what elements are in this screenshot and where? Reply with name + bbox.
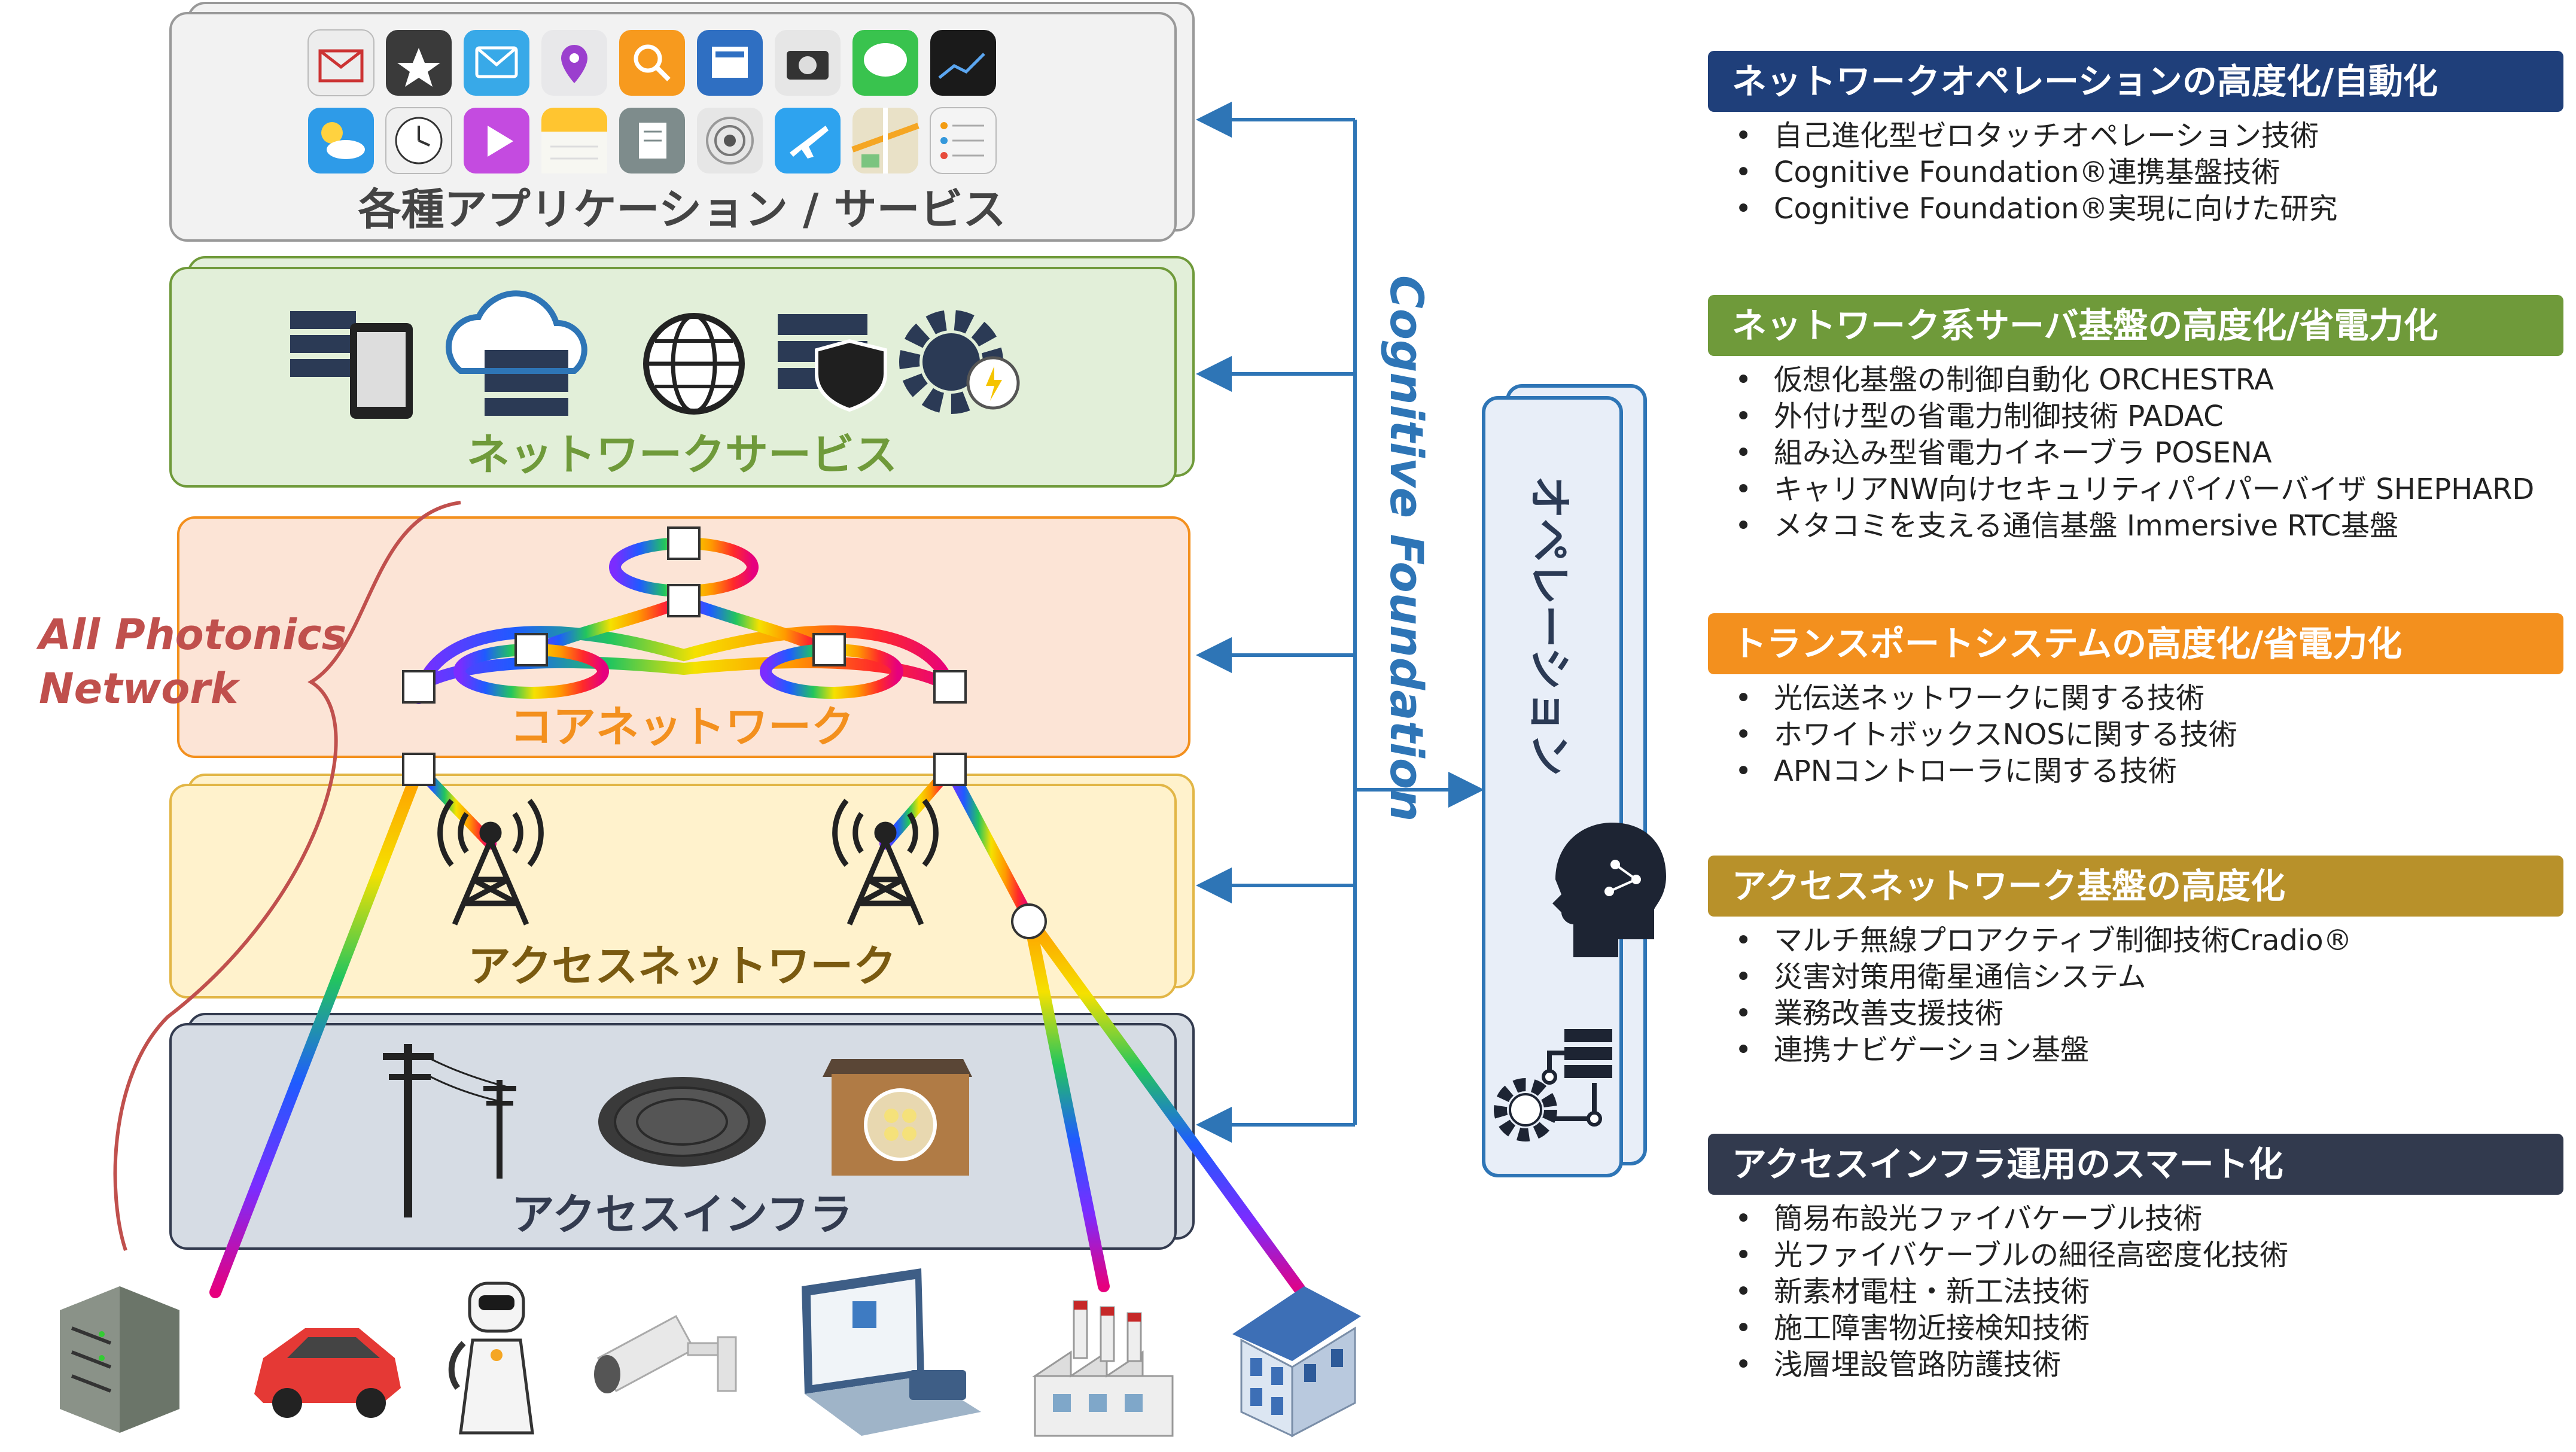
antenna-icon [437, 799, 544, 926]
layer-label-network-services: ネットワークサービス [467, 430, 897, 480]
news-icon [697, 30, 763, 96]
globe-network-icon [643, 313, 745, 415]
panel-3: アクセスネットワーク基盤の高度化 マルチ無線プロアクティブ制御技術Cradio®… [1708, 856, 2563, 1069]
laptop-icon [802, 1268, 981, 1436]
factory-icon [1032, 1300, 1174, 1437]
fiber-box-icon [823, 1059, 972, 1176]
cloud-server-icon [446, 290, 587, 416]
layer-label-applications: 各種アプリケーション / サービス [358, 184, 1006, 235]
video-icon [464, 108, 529, 173]
gear-power-icon [899, 310, 1020, 414]
reminders-icon [930, 107, 997, 174]
list-item: 光伝送ネットワークに関する技術 [1708, 680, 2563, 717]
chat-icon [852, 30, 918, 96]
list-item: 新素材電柱・新工法技術 [1708, 1274, 2563, 1310]
panel-list: 簡易布設光ファイバケーブル技術 光ファイバケーブルの細径高密度化技術 新素材電柱… [1708, 1201, 2563, 1383]
list-item: 災害対策用衛星通信システム [1708, 959, 2563, 996]
panel-title: アクセスインフラ運用のスマート化 [1708, 1134, 2563, 1195]
message-icon [464, 30, 529, 96]
manhole-icon [598, 1077, 766, 1167]
list-item: メタコミを支える通信基盤 Immersive RTC基盤 [1708, 508, 2563, 544]
stocks-icon [930, 30, 996, 96]
operation-box [1482, 384, 1647, 1177]
cognitive-foundation-label: Cognitive Foundation [1380, 275, 1433, 821]
list-item: キャリアNW向けセキュリティパイパーバイザ SHEPHARD [1708, 471, 2563, 508]
list-item: 外付け型の省電力制御技術 PADAC [1708, 398, 2563, 435]
apn-label-line1: All Photonics [36, 610, 346, 659]
layer-label-access-infra: アクセスインフラ [511, 1189, 852, 1240]
datacenter-icon [60, 1286, 179, 1433]
search-icon [619, 30, 685, 96]
document-icon [619, 108, 685, 173]
panel-1: ネットワーク系サーバ基盤の高度化/省電力化 仮想化基盤の制御自動化 ORCHES… [1708, 295, 2563, 544]
layer-label-access-network: アクセスネットワーク [468, 941, 896, 991]
infra-icons [383, 1044, 972, 1217]
camera-icon [775, 30, 841, 96]
server-shield-icon [778, 314, 887, 412]
list-item: 連携ナビゲーション基盤 [1708, 1032, 2563, 1069]
list-item: 浅層埋設管路防護技術 [1708, 1347, 2563, 1383]
mail-icon [307, 29, 374, 96]
list-item: 業務改善支援技術 [1708, 996, 2563, 1032]
gear-server-icon [1494, 1029, 1612, 1141]
car-icon [254, 1328, 401, 1418]
list-item: 簡易布設光ファイバケーブル技術 [1708, 1201, 2563, 1237]
panel-title: ネットワーク系サーバ基盤の高度化/省電力化 [1708, 295, 2563, 356]
network-nodes [402, 526, 1047, 939]
panel-title: ネットワークオペレーションの高度化/自動化 [1708, 51, 2563, 112]
list-item: 施工障害物近接検知技術 [1708, 1310, 2563, 1347]
panel-2: トランスポートシステムの高度化/省電力化 光伝送ネットワークに関する技術 ホワイ… [1708, 613, 2563, 790]
operation-label: オペレーション [1524, 476, 1575, 777]
list-item: 光ファイバケーブルの細径高密度化技術 [1708, 1237, 2563, 1274]
list-item: APNコントローラに関する技術 [1708, 753, 2563, 790]
panel-list: マルチ無線プロアクティブ制御技術Cradio® 災害対策用衛星通信システム 業務… [1708, 923, 2563, 1069]
list-item: 自己進化型ゼロタッチオペレーション技術 [1708, 118, 2563, 154]
list-item: Cognitive Foundation®実現に向けた研究 [1708, 191, 2563, 227]
notes-icon [541, 108, 607, 173]
apn-label-line2: Network [39, 664, 241, 713]
podcast-icon [697, 108, 763, 173]
panel-list: 光伝送ネットワークに関する技術 ホワイトボックスNOSに関する技術 APNコント… [1708, 680, 2563, 790]
photonic-network-links [209, 467, 1310, 1301]
list-item: Cognitive Foundation®連携基盤技術 [1708, 154, 2563, 191]
list-item: マルチ無線プロアクティブ制御技術Cradio® [1708, 923, 2563, 959]
cognitive-foundation-connectors [1196, 102, 1484, 1143]
camera-icon [594, 1314, 737, 1393]
antenna-icon [832, 799, 939, 926]
clock-icon [385, 107, 452, 174]
service-icons [290, 290, 1020, 419]
utility-pole-icon [383, 1044, 516, 1217]
building-icon [1232, 1286, 1361, 1438]
maps-icon [851, 108, 919, 173]
panel-title: アクセスネットワーク基盤の高度化 [1708, 856, 2563, 917]
apn-brace [113, 501, 461, 1251]
map-pin-icon [541, 30, 607, 96]
panel-list: 仮想化基盤の制御自動化 ORCHESTRA 外付け型の省電力制御技術 PADAC… [1708, 362, 2563, 544]
layer-label-core-network: コアネットワーク [510, 702, 854, 752]
ai-head-icon [1552, 823, 1666, 957]
panel-0: ネットワークオペレーションの高度化/自動化 自己進化型ゼロタッチオペレーション技… [1708, 51, 2563, 227]
server-mobile-icon [290, 311, 413, 419]
robot-icon [448, 1281, 534, 1435]
list-item: 組み込み型省電力イネーブラ POSENA [1708, 435, 2563, 471]
movie-icon [386, 30, 452, 96]
airplane-icon [775, 108, 841, 173]
panel-4: アクセスインフラ運用のスマート化 簡易布設光ファイバケーブル技術 光ファイバケー… [1708, 1134, 2563, 1383]
panel-list: 自己進化型ゼロタッチオペレーション技術 Cognitive Foundation… [1708, 118, 2563, 227]
panel-title: トランスポートシステムの高度化/省電力化 [1708, 613, 2563, 674]
list-item: ホワイトボックスNOSに関する技術 [1708, 717, 2563, 753]
app-icons [307, 29, 997, 174]
list-item: 仮想化基盤の制御自動化 ORCHESTRA [1708, 362, 2563, 398]
weather-icon [308, 108, 374, 173]
